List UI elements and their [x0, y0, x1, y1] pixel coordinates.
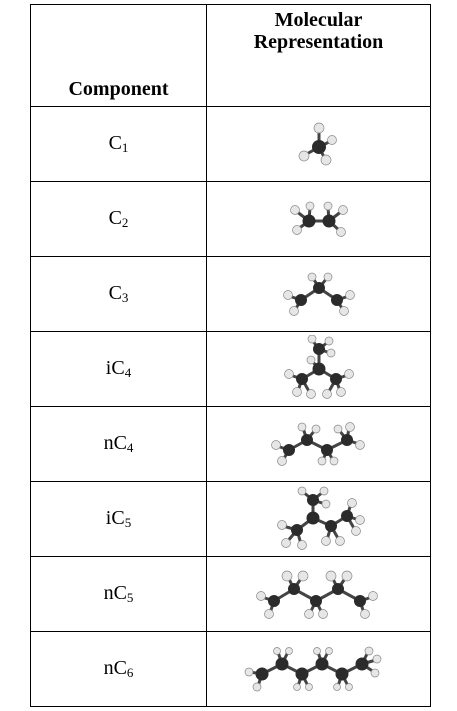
- component-name: nC5: [30, 556, 207, 632]
- component-name: iC4: [30, 331, 207, 407]
- table-row: iC5: [30, 481, 431, 557]
- table-row: nC4: [30, 406, 431, 482]
- n-butane-ball-stick-icon: [270, 422, 365, 466]
- ethane-ball-stick-icon: [289, 201, 348, 237]
- table-row: C3: [30, 256, 431, 332]
- molecule-cell: [206, 331, 431, 407]
- header-row: Component Molecular Representation: [30, 4, 431, 107]
- component-name: C2: [30, 181, 207, 257]
- header-component-label: Component: [68, 78, 169, 100]
- molecule-cell: [206, 406, 431, 482]
- component-name: C3: [30, 256, 207, 332]
- table-row: C1: [30, 106, 431, 182]
- molecule-cell: [206, 631, 431, 707]
- table-row: iC4: [30, 331, 431, 407]
- isobutane-ball-stick-icon: [283, 335, 354, 399]
- component-name: nC4: [30, 406, 207, 482]
- molecule-cell: [206, 481, 431, 557]
- header-molecular-representation: Molecular Representation: [206, 4, 431, 107]
- propane-ball-stick-icon: [282, 272, 355, 316]
- header-molecular-line1: Molecular: [274, 9, 363, 31]
- header-molecular-line2: Representation: [253, 31, 384, 53]
- table-row: nC6: [30, 631, 431, 707]
- n-hexane-ball-stick-icon: [244, 646, 381, 692]
- table-row: C2: [30, 181, 431, 257]
- molecule-cell: [206, 556, 431, 632]
- molecule-cell: [206, 181, 431, 257]
- component-table: Component Molecular Representation C1: [30, 4, 431, 707]
- component-name: C1: [30, 106, 207, 182]
- n-pentane-ball-stick-icon: [255, 570, 378, 619]
- molecule-cell: [206, 256, 431, 332]
- molecule-cell: [206, 106, 431, 182]
- header-component: Component: [30, 4, 207, 107]
- methane-ball-stick-icon: [298, 122, 337, 166]
- isopentane-ball-stick-icon: [276, 486, 365, 550]
- component-name: iC5: [30, 481, 207, 557]
- table-row: nC5: [30, 556, 431, 632]
- component-name: nC6: [30, 631, 207, 707]
